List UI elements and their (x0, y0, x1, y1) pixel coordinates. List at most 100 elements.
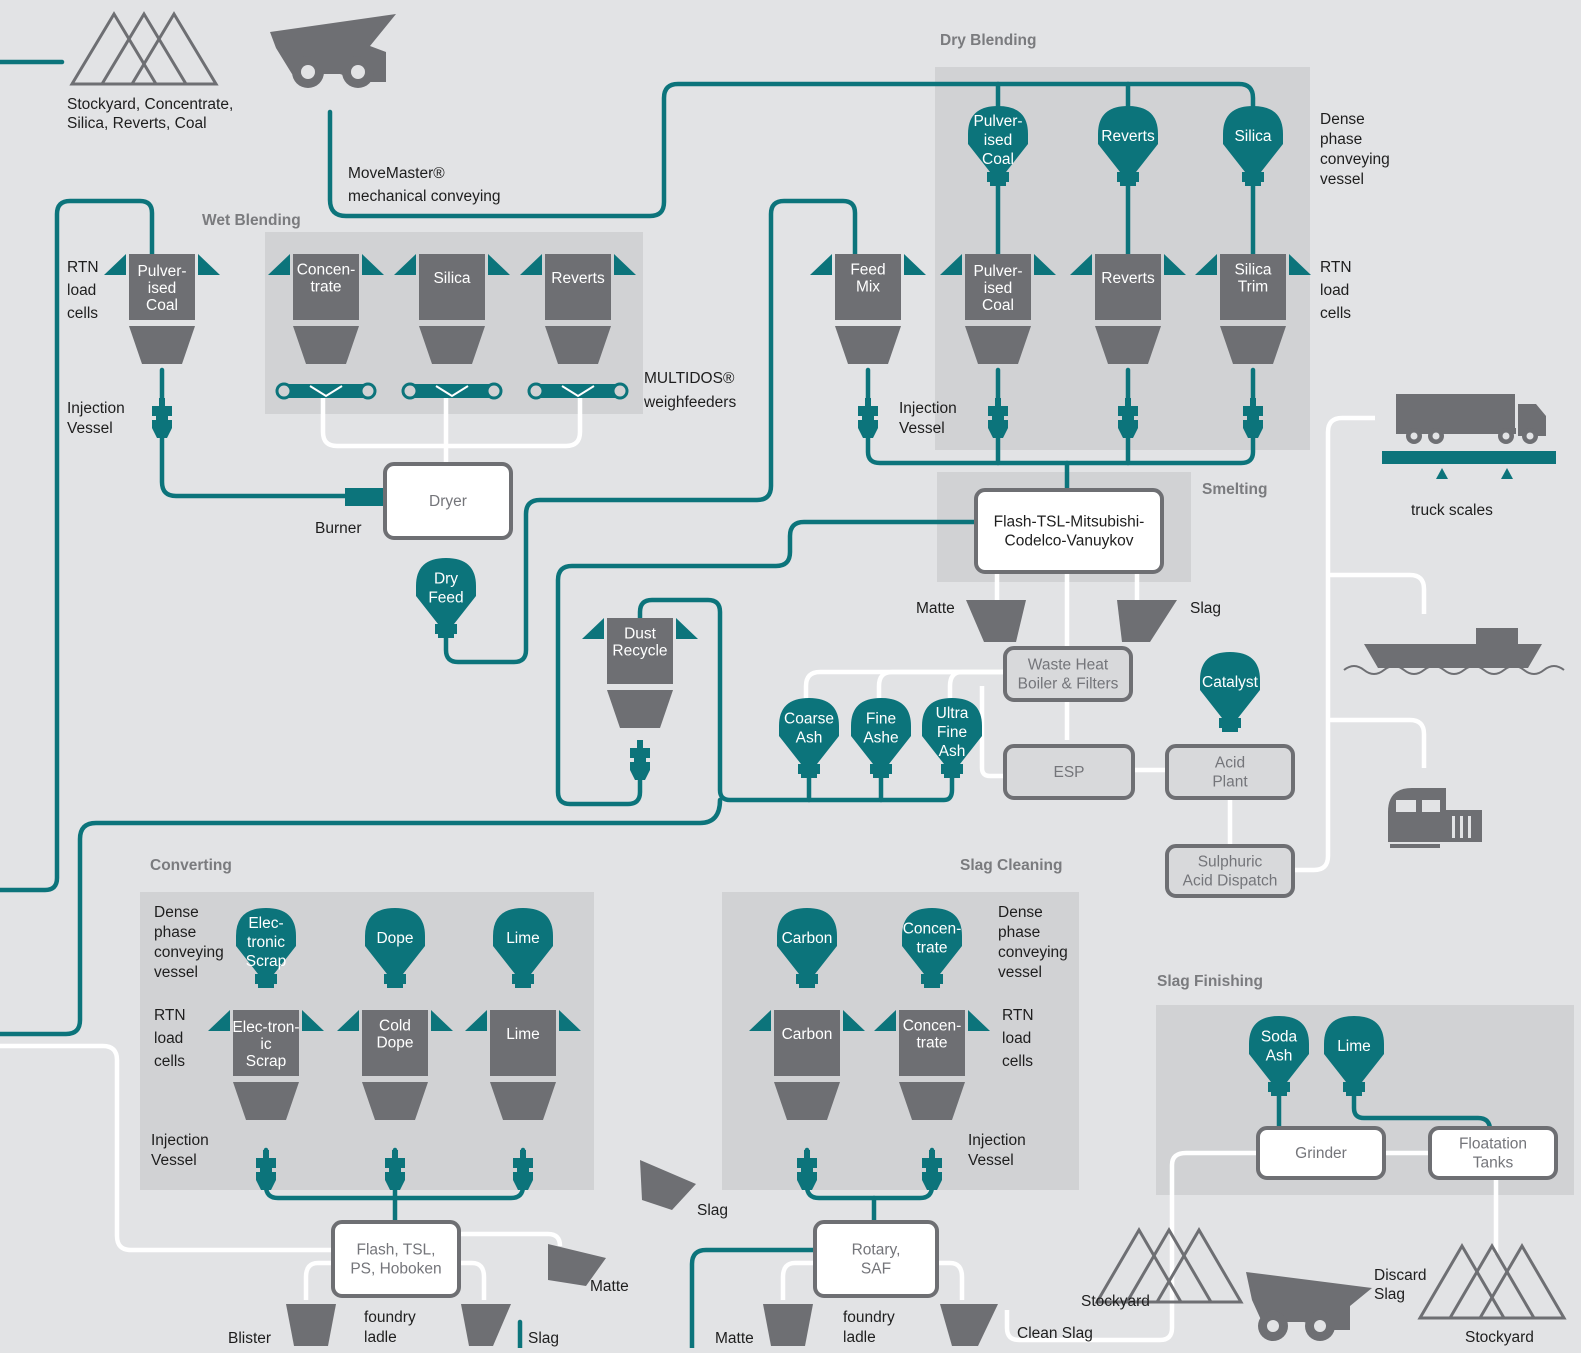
load-cell-icon (104, 254, 126, 275)
ash-silo-label: Fine (866, 711, 896, 728)
catalyst-silo: Catalyst (1200, 652, 1260, 732)
foundry-ladle (461, 1304, 511, 1346)
load-cell-icon (431, 1010, 453, 1031)
slag-label: Slag (528, 1330, 559, 1347)
dense-phase-vessel-label: Dope (376, 930, 413, 947)
load-cell-icon (362, 254, 384, 275)
weighfeeders (275, 382, 629, 400)
rtn-load-cells-label: RTN (154, 1007, 186, 1024)
slag-cleaning-furnace-box: Rotary,SAF (813, 1220, 939, 1298)
feed-bin-label: trate (916, 1035, 947, 1052)
feed-bin-label: Feed (850, 262, 885, 279)
load-cell-icon (302, 1010, 324, 1031)
esp-box: ESP (1003, 744, 1135, 800)
dense-phase-vessel-label: Ash (1266, 1048, 1293, 1065)
multidos-label: weighfeeders (643, 394, 736, 411)
weighfeeder (527, 382, 629, 400)
stockyard-label: Stockyard (1081, 1293, 1150, 1310)
truck-scales-label: truck scales (1411, 502, 1493, 519)
feed-bin-label: Cold (379, 1018, 411, 1035)
load-cell-icon (465, 1010, 487, 1031)
dense-phase-label: phase (154, 924, 196, 941)
heading-smelting: Smelting (1202, 481, 1267, 498)
load-cell-icon (268, 254, 290, 275)
waste-heat-boiler-box-label: Waste Heat (1028, 657, 1109, 674)
matte-label: Matte (916, 600, 955, 617)
dense-phase-vessel-label: Lime (1337, 1038, 1371, 1055)
white-flow-lines (0, 398, 1499, 1343)
multidos-label: MULTIDOS® (644, 370, 735, 387)
dense-phase-vessel: Lime (1324, 1016, 1384, 1096)
injection-vessel-label: Injection (899, 400, 957, 417)
injection-vessel (152, 398, 172, 438)
dense-phase-vessel: Carbon (777, 908, 837, 988)
dense-phase-label: phase (1320, 131, 1362, 148)
stockyard-concentrate-label: Silica, Reverts, Coal (67, 115, 207, 132)
dense-phase-vessel: Dope (365, 908, 425, 988)
ash-silo-label: Ultra (936, 705, 969, 722)
injection-vessel-label: Vessel (899, 420, 945, 437)
floatation-tanks-box-label: Tanks (1473, 1155, 1514, 1172)
matte-ladle (548, 1244, 606, 1286)
feed-bin: Silica (394, 254, 510, 364)
stockyard-label: Stockyard (1465, 1329, 1534, 1346)
feed-bin: Concen-trate (874, 1010, 990, 1120)
feed-bin: Lime (465, 1010, 581, 1120)
load-cell-icon (810, 254, 832, 275)
dense-phase-label: vessel (154, 964, 198, 981)
dense-phase-label: conveying (998, 944, 1068, 961)
rtn-load-cells-label: cells (1002, 1053, 1033, 1070)
haul-truck-icon (270, 14, 396, 88)
smelting-furnace-box-label: Codelco-Vanuykov (1005, 533, 1134, 550)
process-boxes: DryerFlash-TSL-Mitsubishi-Codelco-Vanuyk… (331, 462, 1558, 1298)
rtn-load-cells-label: load (67, 282, 96, 299)
weighfeeder (401, 382, 503, 400)
feed-bin-label: Silica (1234, 262, 1271, 279)
multi-line-annotations: Stockyard, Concentrate,Silica, Reverts, … (67, 96, 1427, 1346)
injection-vessel-label: Injection (151, 1132, 209, 1149)
load-cell-icon (337, 1010, 359, 1031)
load-cell-icon (488, 254, 510, 275)
discard-slag-label: Slag (1374, 1286, 1405, 1303)
floatation-tanks-box-label: Floatation (1459, 1136, 1527, 1153)
dense-phase-vessel-label: Carbon (782, 930, 833, 947)
injection-vessel-label: Vessel (151, 1152, 197, 1169)
sulphuric-acid-dispatch-box-label: Sulphuric (1198, 854, 1263, 871)
foundry-ladle-label: ladle (364, 1329, 397, 1346)
matte-ladle (763, 1304, 813, 1346)
grinder-box-label: Grinder (1295, 1145, 1347, 1162)
rtn-load-cells-label: RTN (1320, 259, 1352, 276)
feed-bin-label: Reverts (551, 270, 605, 287)
dense-phase-vessel: Concen-trate (902, 908, 962, 988)
feed-bin: Reverts (1070, 254, 1186, 364)
ash-silo-label: Ashe (863, 730, 898, 747)
smelting-furnace-box: Flash-TSL-Mitsubishi-Codelco-Vanuykov (974, 488, 1164, 574)
injection-vessel-label: Injection (968, 1132, 1026, 1149)
injection-vessel (513, 1150, 533, 1190)
catalyst-silo-label: Catalyst (1202, 674, 1259, 691)
ash-silo-label: Coarse (784, 711, 834, 728)
matte-label: Matte (590, 1278, 629, 1295)
load-cell-icon (676, 618, 698, 639)
feed-bin-label: trate (310, 279, 341, 296)
feed-bin-label: Concen- (297, 262, 356, 279)
injection-vessel (922, 1150, 942, 1190)
blister-label: Blister (228, 1330, 271, 1347)
burner-nozzle (345, 488, 385, 506)
load-cell-icon (1195, 254, 1217, 275)
feed-bin: Carbon (749, 1010, 865, 1120)
dense-phase-label: conveying (154, 944, 224, 961)
converter-box-label: PS, Hoboken (350, 1261, 441, 1278)
section-headings: Dry Blending Wet Blending Smelting Conve… (150, 32, 1267, 990)
blister-ladle (286, 1304, 336, 1346)
injection-vessel (256, 1150, 276, 1190)
